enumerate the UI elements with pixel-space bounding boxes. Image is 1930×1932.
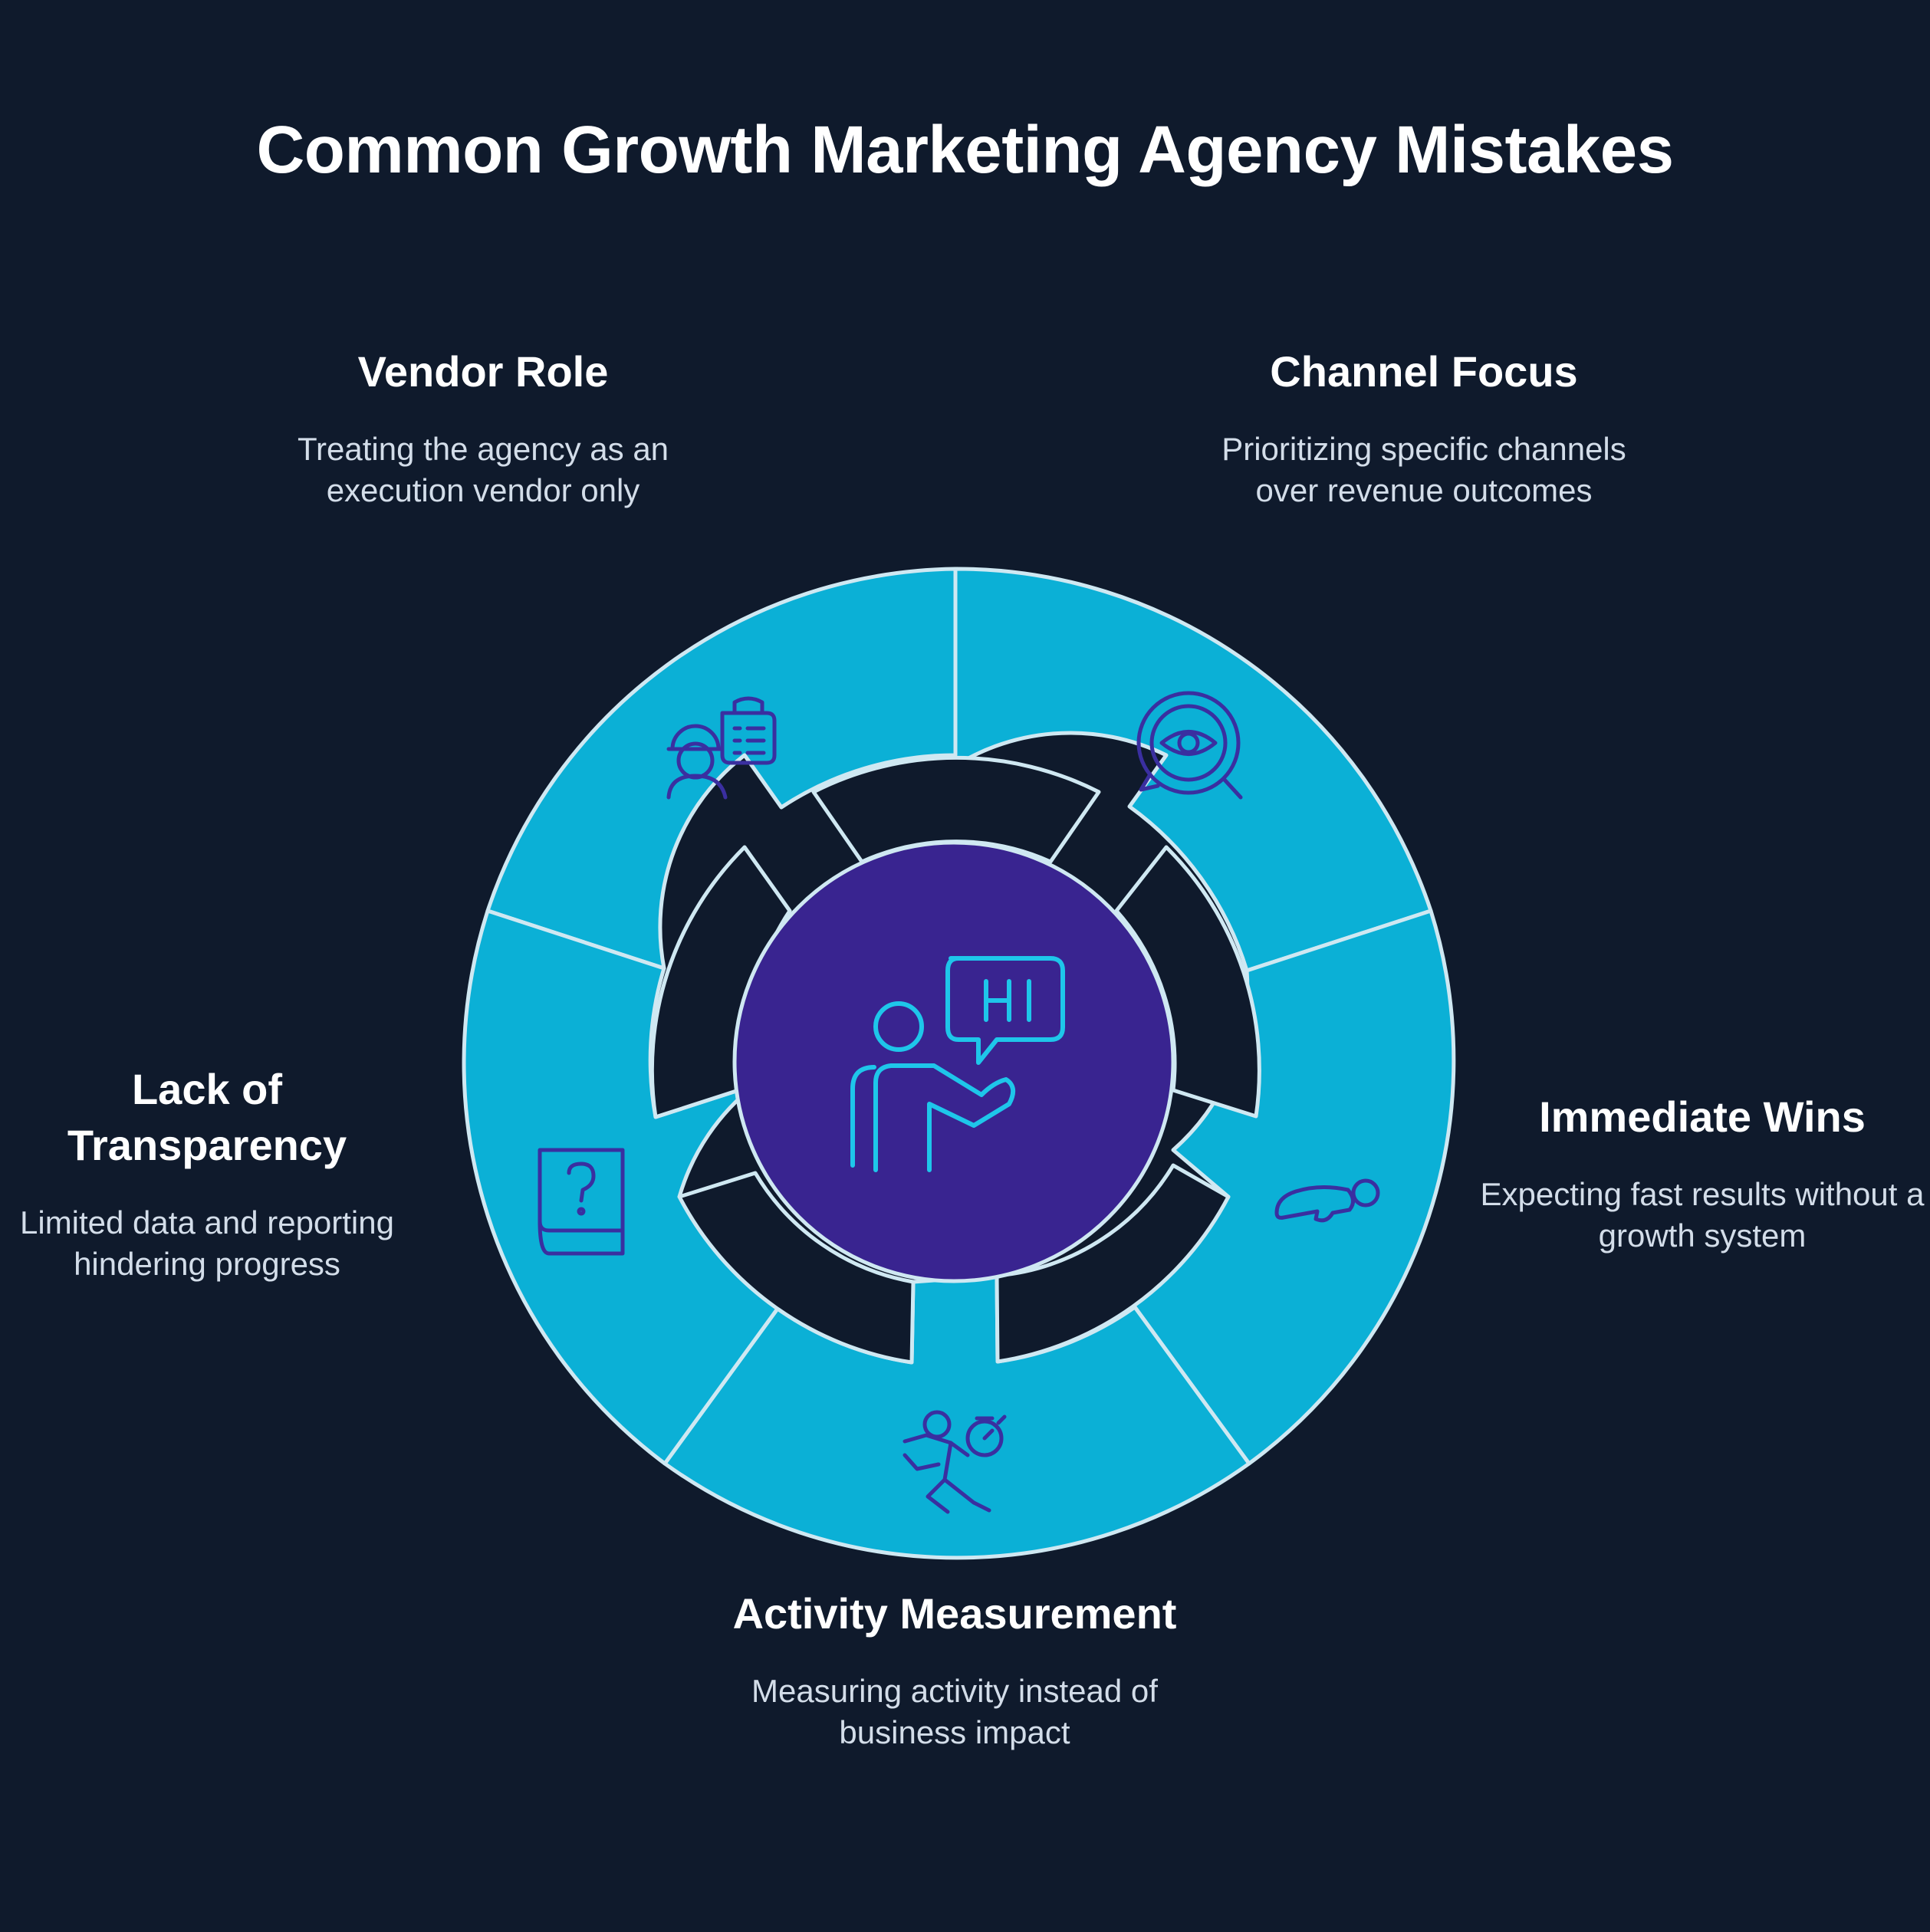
- segment-heading: Channel Focus: [1270, 347, 1578, 396]
- segment-channel[interactable]: [942, 567, 1433, 973]
- segment-heading: Immediate Wins: [1539, 1092, 1866, 1141]
- segment-description: Measuring activity instead of business i…: [751, 1673, 1158, 1750]
- label-channel-focus: Channel Focus Prioritizing specific chan…: [1194, 343, 1654, 511]
- runner-stopwatch-icon: [903, 1410, 1007, 1514]
- ring-gap-bottom-left: [677, 1171, 916, 1365]
- segment-heading: Vendor Role: [357, 347, 609, 396]
- sleeping-person-icon: [1274, 1178, 1380, 1223]
- page-title: Common Growth Marketing Agency Mistakes: [256, 113, 1674, 187]
- label-lack-of-transparency: Lack of Transparency Limited data and re…: [0, 1061, 414, 1285]
- label-vendor-role: Vendor Role Treating the agency as an ex…: [253, 343, 713, 511]
- segment-heading: Activity Measurement: [732, 1589, 1177, 1638]
- presenter-hi-icon: [850, 956, 1065, 1172]
- question-book-icon: [538, 1148, 625, 1256]
- segment-description: Treating the agency as an execution vend…: [297, 431, 669, 508]
- segment-description: Prioritizing specific channels over reve…: [1221, 431, 1626, 508]
- worker-clipboard-icon: [666, 696, 777, 800]
- eye-magnifier-icon: [1136, 691, 1243, 800]
- segment-heading: Lack of Transparency: [67, 1065, 347, 1169]
- segment-description: Limited data and reporting hindering pro…: [20, 1204, 394, 1282]
- segment-description: Expecting fast results without a growth …: [1480, 1176, 1925, 1254]
- center-circle: [732, 840, 1175, 1283]
- ring-gap-bottom-right: [995, 1163, 1231, 1364]
- label-activity-measurement: Activity Measurement Measuring activity …: [725, 1585, 1185, 1753]
- segment-vendor[interactable]: [485, 567, 958, 971]
- label-immediate-wins: Immediate Wins Expecting fast results wi…: [1472, 1089, 1930, 1257]
